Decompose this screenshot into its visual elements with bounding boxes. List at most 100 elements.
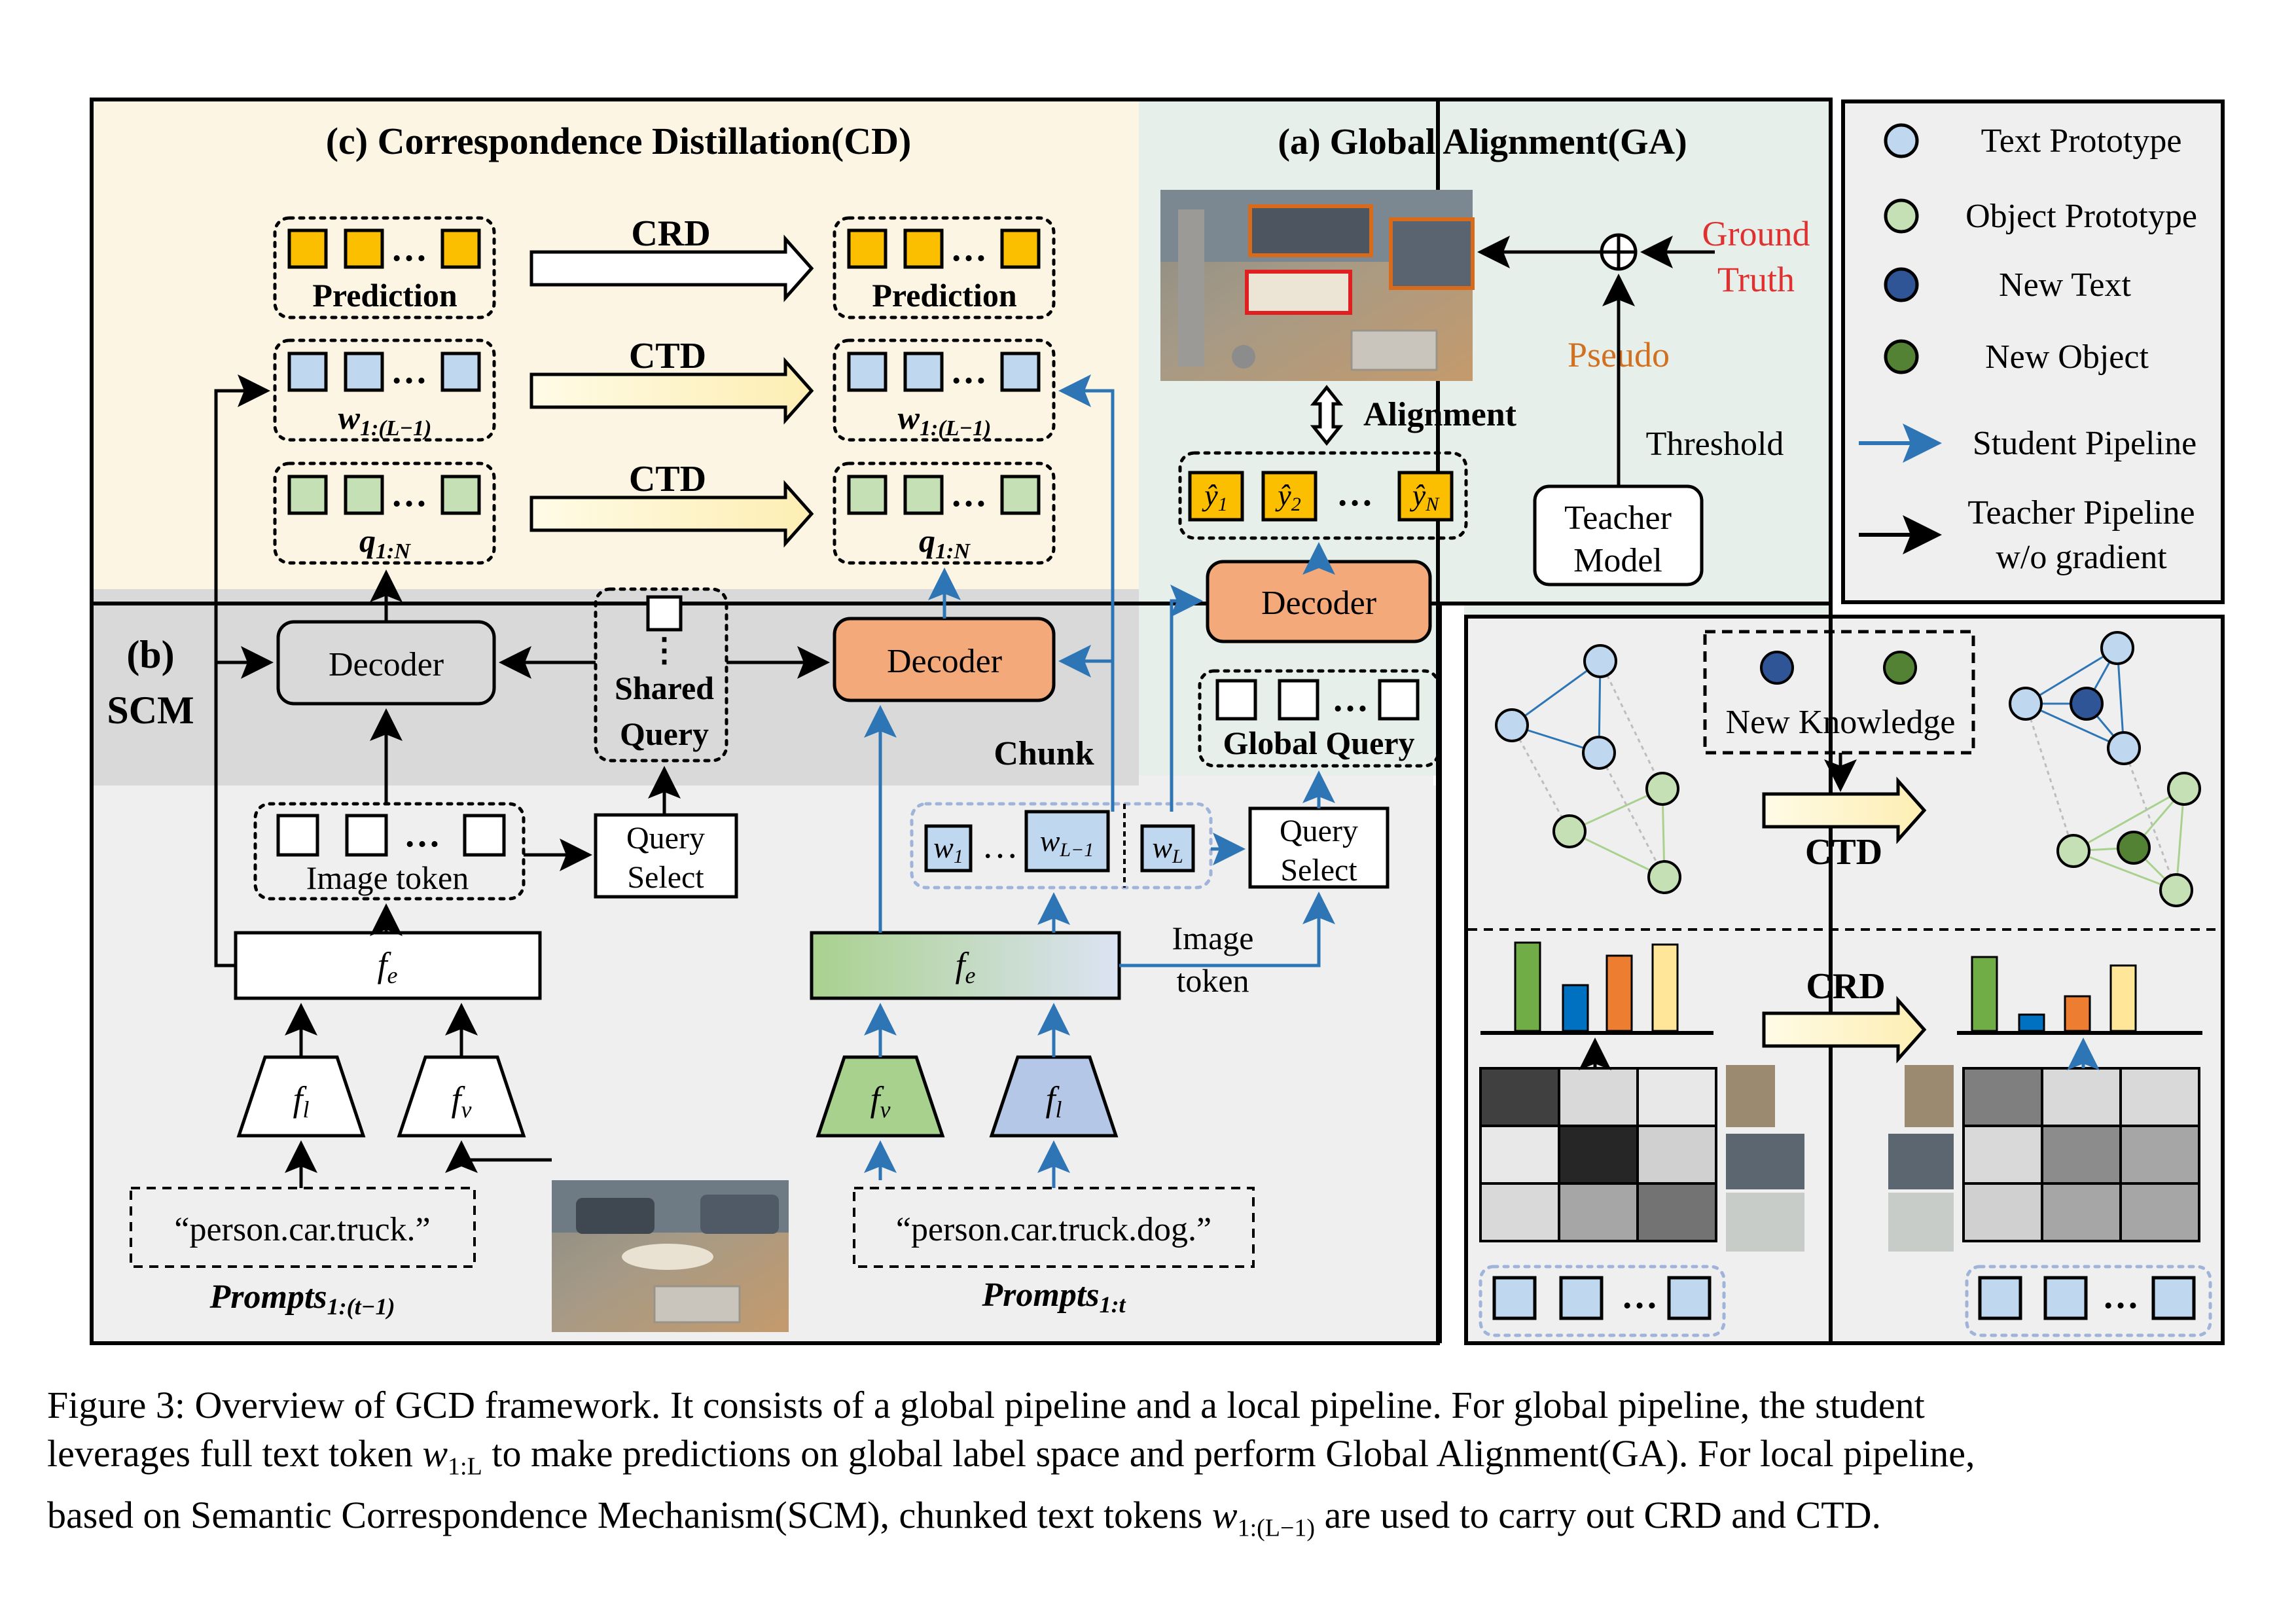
teacher-pred-token-1 [287,228,328,269]
student-pred-ellipsis: … [950,228,987,269]
alignment-arrow: Alignment [1310,384,1517,446]
yhat-1-label: ŷ1 [1202,478,1227,515]
graph-after-text-node-3 [2107,731,2141,765]
student-pred-label: Prediction [872,277,1016,314]
thumb-before-car [1726,1134,1804,1189]
bar-before-orange [1605,954,1633,1032]
image-token-1 [276,814,319,857]
teacher-fe: fe [234,931,542,1000]
student-pred-token-2 [903,228,944,269]
legend-teacher-pipeline-2: w/o gradient [1996,539,2167,576]
bar-after-yellow [2109,964,2137,1032]
ga-decoder: Decoder [1206,560,1432,643]
bar-after-orange [2064,995,2091,1032]
crd-thumbs-after [1888,1065,1954,1252]
teacher-w-group: … w1:(L−1) [273,338,496,442]
legend-new-text: New Text [1999,266,2131,304]
text-tokens-before: … [1479,1265,1726,1337]
global-query-token-n [1378,679,1420,721]
teacher-pred-token-2 [344,228,384,269]
teacher-model: Teacher Model [1533,484,1704,586]
scm-label: SCM [107,689,194,732]
ctd-arrow-right-label: CTD [1805,832,1882,873]
matrix-after-cell-3-3 [2119,1182,2200,1242]
teacher-w-token-2 [344,352,384,392]
text-token-after-2 [2043,1276,2088,1320]
matrix-after-cell-2-2 [2041,1125,2122,1185]
graph-after-new-text-node [2070,687,2104,721]
ctd-arrow-q-label: CTD [629,459,706,499]
text-token-before-2 [1559,1276,1604,1320]
teacher-q-ellipsis: … [391,474,427,514]
ga-lower-bg [1139,776,1433,795]
teacher-model-2: Model [1573,542,1662,579]
main-frame-outer [90,98,1833,1345]
student-w-token-2 [903,352,944,392]
query-select-teacher: Query Select [594,813,738,899]
crd-arrow-right-label: CRD [1806,966,1885,1007]
shared-query-token [646,595,683,632]
yhat-ellipsis: … [1336,473,1373,514]
query-select-student-1: Query [1280,814,1358,848]
thumb-after-car [1888,1134,1954,1189]
teacher-w-ellipsis: … [391,351,427,391]
ctd-arrow-w: CTD [529,336,814,425]
student-q-token-2 [903,475,944,515]
matrix-after-cell-1-1 [1962,1067,2043,1127]
shared-query-dots: ⋮ [648,632,681,668]
crd-arrow-right: CRD [1762,966,1927,1064]
student-decoder: Decoder [833,617,1056,702]
caption-line-1: Figure 3: Overview of GCD framework. It … [47,1384,1925,1426]
bar-after-blue [2018,1013,2045,1032]
yhat-group: ŷ1 ŷ2 … ŷN [1178,451,1468,540]
student-pred-token-1 [847,228,888,269]
crd-bars-after [1957,956,2202,1035]
prompt-old-box: “person.car.truck.” [130,1187,476,1268]
legend-text-prototype: Text Prototype [1981,122,2182,160]
crd-matrix-before [1479,1067,1717,1242]
graph-after-object-node-1 [2056,834,2090,868]
figure-caption: Figure 3: Overview of GCD framework. It … [47,1381,2272,1552]
crd-arrow-label: CRD [631,213,710,254]
matrix-after-cell-3-2 [2041,1182,2122,1242]
student-w-ellipsis: … [950,351,987,391]
query-select-student-2: Select [1280,853,1357,888]
graph-before-text-node-2 [1495,708,1529,742]
legend-teacher-pipeline-1: Teacher Pipeline [1967,494,2195,532]
shared-query-label-1: Shared [615,670,714,706]
global-query-ellipsis: … [1332,679,1369,719]
ground-truth-2: Truth [1717,260,1795,299]
image-token-group: … Image token [253,802,526,901]
student-fv: fv [816,1055,945,1138]
bar-before-green [1514,941,1541,1032]
prompts-old-label: Prompts1:(t−1) [209,1278,395,1320]
chunk-label: Chunk [994,735,1094,772]
caption-line-2: leverages full text token w1:L to make p… [47,1432,1975,1481]
yhat-2-label: ŷ2 [1275,478,1300,515]
graph-before-object-node-2 [1645,772,1679,806]
student-q-group: … q1:N [833,461,1056,565]
shared-query: ⋮ Shared Query [594,587,728,763]
text-tokens-after: … [1965,1265,2212,1337]
yhat-n-label: ŷN [1410,478,1440,515]
caption-line-3: based on Semantic Correspondence Mechani… [47,1493,1882,1542]
global-query-token-1 [1215,679,1257,721]
graph-after-text-node-1 [2100,631,2134,665]
matrix-after-cell-2-1 [1962,1125,2043,1185]
global-query-token-2 [1278,679,1319,721]
legend-text-prototype-icon [1884,123,1919,158]
text-token-before-1 [1492,1276,1537,1320]
global-query-group: … Global Query [1198,669,1441,768]
right-gap-cover [1440,605,1464,1345]
new-text-node [1760,651,1794,685]
student-w-label: w1:(L−1) [898,399,992,441]
student-fe: fe [810,931,1121,1000]
ga-image [1160,190,1475,381]
student-prediction-group: … Prediction [833,216,1056,319]
shared-query-label-2: Query [620,715,709,752]
prompts-new-label: Prompts1:t [981,1276,1126,1318]
legend-new-object: New Object [1985,338,2149,376]
matrix-before-cell-3-1 [1479,1182,1560,1242]
bar-before-blue [1562,984,1589,1032]
prompt-new-box: “person.car.truck.dog.” [853,1187,1255,1268]
